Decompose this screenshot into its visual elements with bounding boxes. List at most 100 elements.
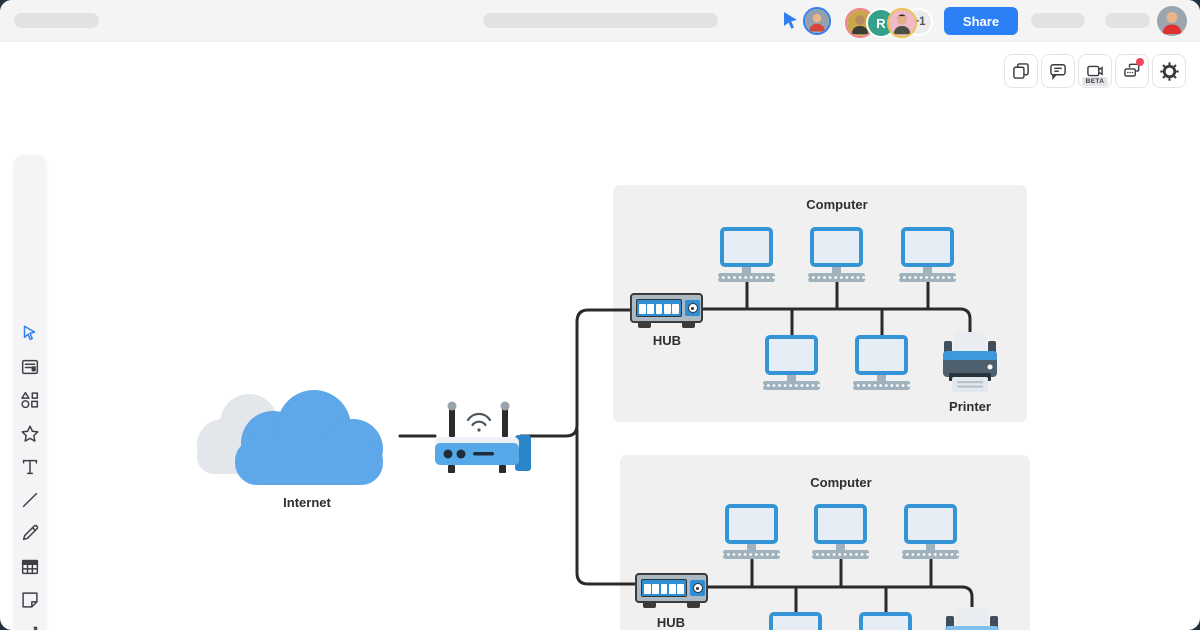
monitor [814,504,867,544]
hub-node[interactable] [635,573,708,609]
keyboard [763,381,820,390]
router-shape[interactable] [433,398,535,481]
sticky-note-tool[interactable] [16,586,44,614]
connector-hub1-bus[interactable] [700,307,972,335]
collaborator-avatar[interactable] [803,7,831,35]
draw-tool[interactable] [16,519,44,547]
keyboard [812,550,869,559]
computer-node[interactable] [718,227,775,282]
antenna [447,401,510,438]
gear-icon [1159,61,1179,81]
hub-body [635,573,708,603]
computer-node[interactable] [812,504,869,559]
printer-label: Printer [949,399,991,414]
group-title: Computer [806,197,868,212]
connector-router-hub2[interactable] [575,428,639,586]
select-tool[interactable] [16,320,44,348]
hub-ports [641,579,687,597]
collaborator-avatar[interactable] [887,8,917,38]
keyboard [808,273,865,282]
stand [877,375,886,381]
stand [923,267,932,273]
stand [832,267,841,273]
wifi-signal [466,412,492,432]
notes-tool[interactable] [16,353,44,381]
computer-node[interactable] [808,227,865,282]
computer-node[interactable] [853,335,910,390]
chat-button[interactable] [1115,54,1149,88]
menu-placeholder [14,13,99,28]
text-icon [22,459,38,475]
computer-node[interactable] [763,335,820,390]
header-placeholder [1105,13,1150,28]
table-tool[interactable] [16,553,44,581]
hub-led-panel [690,580,705,596]
group-title: Computer [810,475,872,490]
cloud-front [235,390,383,485]
stand [926,544,935,550]
monitor [901,227,954,267]
shapes-tool[interactable] [16,386,44,414]
header-placeholder [1031,13,1085,28]
computer-node[interactable] [899,227,956,282]
connector-layer [398,279,974,615]
stand [787,375,796,381]
comment-icon [1050,64,1066,80]
monitor [725,504,778,544]
monitor [859,612,912,630]
monitor [769,612,822,630]
sticky-note-icon [22,592,38,608]
top-bar: R +1 Share [0,0,1200,42]
hub-body [630,293,703,323]
favorites-tool[interactable] [16,420,44,448]
collaborator-cursor-icon[interactable] [782,11,799,35]
monitor [720,227,773,267]
monitor [810,227,863,267]
printer-paper [956,607,988,629]
monitor [765,335,818,375]
comments-button[interactable] [1041,54,1075,88]
internet-cloud-shape[interactable] [183,387,405,494]
table-icon [21,559,39,575]
computer-node[interactable] [857,612,914,630]
hub-led-panel [685,300,700,316]
canvas[interactable]: Internet [0,42,1200,630]
line-tool[interactable] [16,486,44,514]
text-tool[interactable] [16,453,44,481]
user-avatar[interactable] [1157,6,1187,36]
line-icon [22,492,38,508]
chart-icon [33,626,38,630]
hub-label: HUB [652,333,682,348]
printer-node[interactable] [943,331,997,395]
beta-badge: BETA [1082,77,1108,86]
video-camera-icon [1087,65,1103,77]
monitor [855,335,908,375]
hub-node[interactable] [630,293,703,329]
computer-node[interactable] [902,504,959,559]
computer-node[interactable] [767,612,824,630]
pages-button[interactable] [1004,54,1038,88]
keyboard [723,550,780,559]
hub-ports [636,299,682,317]
computer-node[interactable] [723,504,780,559]
keyboard [902,550,959,559]
video-call-button[interactable]: BETA [1078,54,1112,88]
internet-label: Internet [283,495,331,510]
shapes-icon [21,391,39,409]
cursor-icon [23,325,36,341]
keyboard [853,381,910,390]
canvas-toolbar: BETA [1004,54,1186,88]
hub-label: HUB [656,615,686,630]
share-button[interactable]: Share [944,7,1018,35]
printer-node[interactable] [945,606,999,630]
connector-router-hub1[interactable] [519,308,634,438]
stand [836,544,845,550]
pencil-icon [22,524,39,541]
document-title-placeholder [483,13,718,28]
keyboard [899,273,956,282]
tool-palette [14,155,46,630]
chart-tool[interactable] [16,619,44,630]
connector-hub2-bus[interactable] [705,585,974,610]
settings-button[interactable] [1152,54,1186,88]
